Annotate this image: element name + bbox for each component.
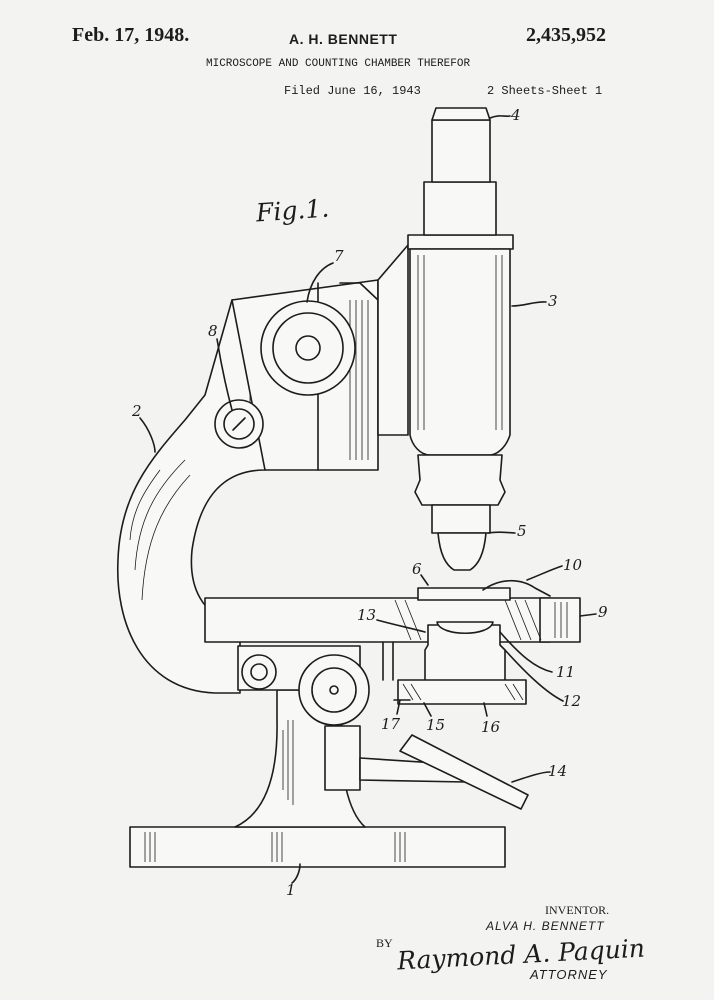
condenser-lens-11 <box>436 621 494 634</box>
inventor-label: INVENTOR. <box>545 903 610 917</box>
eyepiece-4 <box>431 119 491 183</box>
mirror-post <box>324 725 361 791</box>
attorney-label: ATTORNEY <box>530 967 608 982</box>
drawtube <box>423 181 497 236</box>
inventor-full-name: ALVA H. BENNETT <box>486 919 605 933</box>
ref-number-8: 8 <box>208 322 218 340</box>
objective-5 <box>431 504 491 534</box>
ref-number-10: 10 <box>563 556 583 574</box>
stage-clip-9 <box>539 597 581 643</box>
coarse-knob-7 <box>260 300 356 396</box>
tube-hatching <box>417 255 503 430</box>
ref-number-4: 4 <box>511 106 521 124</box>
figure-label: Fig.1. <box>255 193 331 228</box>
patent-number: 2,435,952 <box>526 24 606 46</box>
ref-number-16: 16 <box>481 718 501 736</box>
ref-number-2: 2 <box>132 402 142 420</box>
ref-number-3: 3 <box>548 292 558 310</box>
ref-number-9: 9 <box>598 603 608 621</box>
eyepiece-cap <box>431 107 491 121</box>
iris-hatching <box>402 683 524 701</box>
ref-number-12: 12 <box>562 692 582 710</box>
counting-chamber-6 <box>417 587 511 601</box>
ref-number-5: 5 <box>517 522 527 540</box>
objective-tip <box>437 532 487 571</box>
tube-collar <box>407 234 514 250</box>
sheet-count: 2 Sheets-Sheet 1 <box>487 84 603 98</box>
ref-number-13: 13 <box>357 606 377 624</box>
ref-number-1: 1 <box>286 881 296 899</box>
substage-knob <box>241 654 277 690</box>
mirror-14 <box>399 734 529 810</box>
patent-date: Feb. 17, 1948. <box>72 24 190 46</box>
stage-hatching <box>394 599 568 641</box>
leader-lines <box>139 115 597 884</box>
by-label: BY <box>376 936 393 950</box>
ref-number-14: 14 <box>548 762 568 780</box>
header-inventor: A. H. BENNETT <box>289 31 398 47</box>
tube-bracket <box>377 244 409 436</box>
filed-date: Filed June 16, 1943 <box>284 84 421 98</box>
spring-clip-10 <box>482 579 551 597</box>
ref-number-7: 7 <box>334 247 344 265</box>
iris-ring-15 <box>397 679 527 705</box>
base-plate <box>129 826 506 868</box>
ref-number-6: 6 <box>412 560 422 578</box>
nosepiece <box>414 454 506 506</box>
condenser-knob <box>298 654 370 726</box>
ref-number-17: 17 <box>381 715 401 733</box>
patent-title: MICROSCOPE AND COUNTING CHAMBER THEREFOR <box>206 58 471 70</box>
ref-number-11: 11 <box>556 663 576 681</box>
base-hatching <box>144 832 406 862</box>
ref-number-15: 15 <box>426 716 446 734</box>
body-tube-3 <box>409 248 511 456</box>
